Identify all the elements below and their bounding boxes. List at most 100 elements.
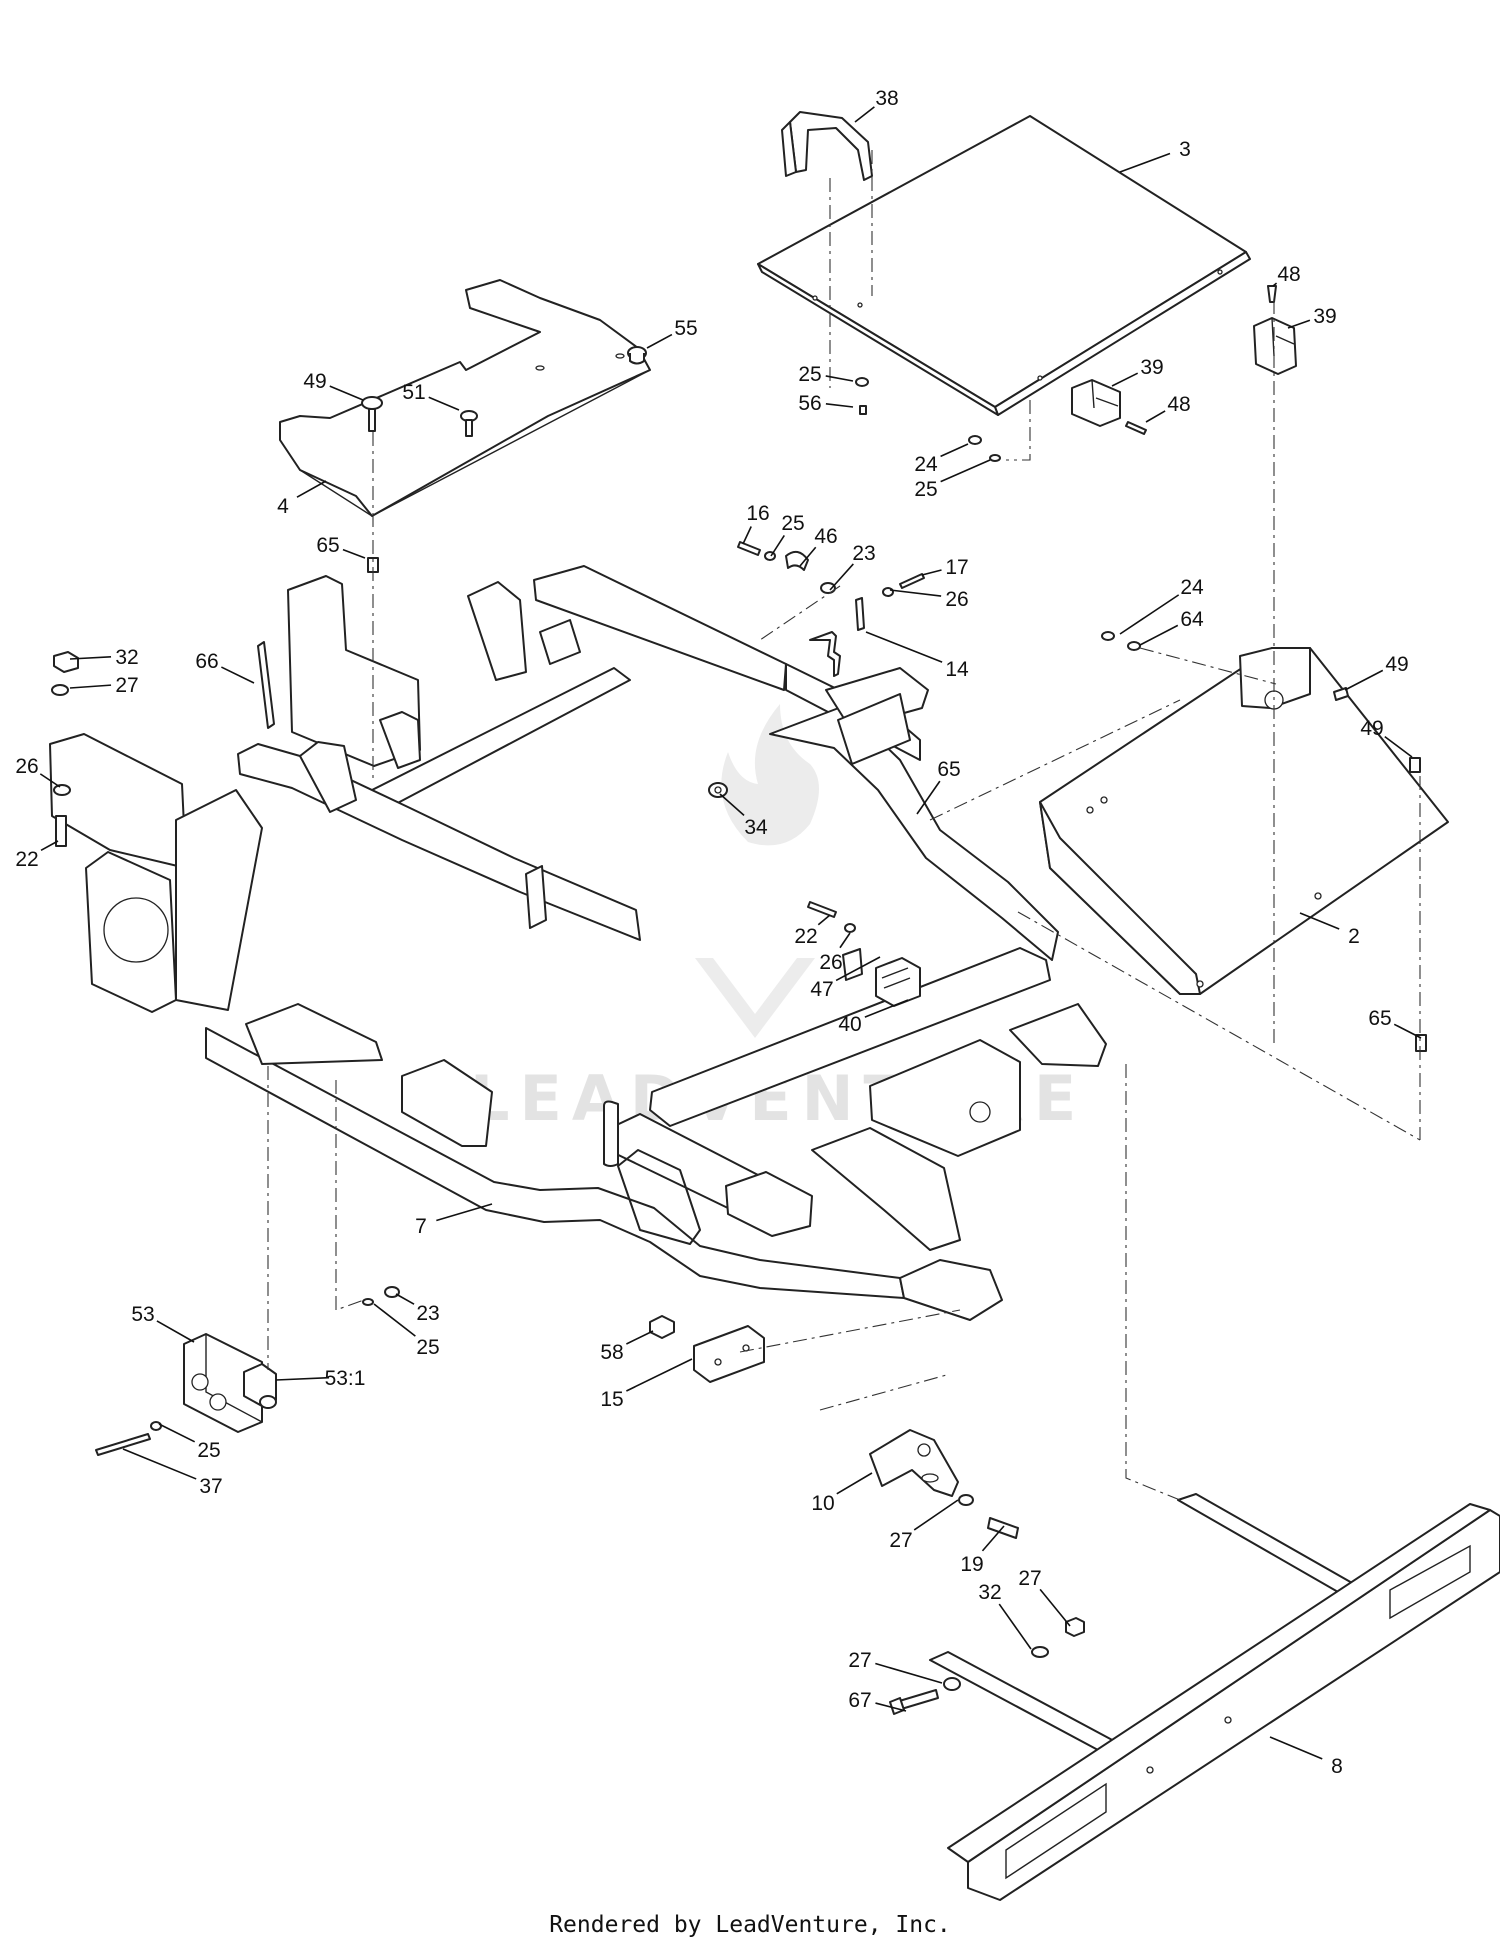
washer-24-right[interactable] [1101, 631, 1115, 641]
leader-c47 [835, 956, 881, 982]
nut-58[interactable] [649, 1315, 675, 1339]
callout-c65c: 65 [1368, 1007, 1391, 1030]
bolt-17[interactable] [899, 573, 925, 589]
seat-bracket-4[interactable] [279, 279, 651, 517]
washer-27-bumper[interactable] [1031, 1646, 1049, 1658]
leader-c3 [1119, 152, 1171, 173]
callout-c53-1: 53:1 [325, 1367, 366, 1390]
handle-38[interactable] [781, 111, 873, 181]
leader-c55 [646, 333, 673, 349]
leader-c26c [839, 932, 851, 949]
nut-23-top[interactable] [820, 582, 836, 594]
bolt-49-lower[interactable] [1409, 757, 1421, 773]
nut-34[interactable] [708, 782, 728, 798]
callout-c27b: 27 [889, 1529, 912, 1552]
hitch-bracket-10[interactable] [869, 1429, 959, 1497]
bolt-37[interactable] [95, 1433, 151, 1456]
callout-c47: 47 [810, 978, 833, 1001]
washer-25-seat[interactable] [855, 377, 869, 387]
callout-c40: 40 [838, 1013, 861, 1036]
callout-c14: 14 [945, 658, 969, 681]
leader-c22a [40, 840, 59, 852]
leader-c10 [836, 1472, 873, 1495]
knob-55[interactable] [627, 346, 647, 365]
clamp-46[interactable] [785, 550, 809, 571]
washer-64[interactable] [1127, 641, 1141, 651]
fitting-65-right[interactable] [1415, 1034, 1427, 1052]
callout-c37: 37 [199, 1475, 222, 1498]
solenoid-53-1[interactable] [243, 1363, 277, 1409]
shield-2[interactable] [1039, 647, 1449, 995]
washer-25-seat-lower[interactable] [989, 454, 1001, 462]
leader-c46 [799, 546, 817, 567]
hinge-39-right[interactable] [1253, 317, 1297, 375]
leader-c40 [864, 999, 909, 1018]
rod-66[interactable] [257, 641, 275, 729]
seat-pan-3[interactable] [757, 115, 1251, 416]
leader-c15 [626, 1358, 693, 1392]
main-frame-7[interactable] [49, 565, 1107, 1321]
washer-24-seat[interactable] [968, 435, 982, 445]
valve-block-53[interactable] [183, 1333, 263, 1433]
hinge-39-left[interactable] [1071, 379, 1121, 427]
leader-c24b [1119, 594, 1180, 635]
leader-c25e [158, 1423, 196, 1443]
washer-25-lower[interactable] [362, 1298, 374, 1306]
washer-25-valve[interactable] [150, 1421, 162, 1431]
bolt-67[interactable] [889, 1689, 939, 1715]
leader-c48a [1272, 282, 1278, 287]
washer-27-bumper-lower[interactable] [943, 1677, 961, 1691]
bolt-22-left[interactable] [55, 815, 67, 847]
bolt-22-center[interactable] [807, 901, 837, 918]
leader-c48b [1145, 410, 1166, 423]
callout-c7: 7 [415, 1215, 427, 1238]
leader-c23a [829, 563, 854, 591]
leader-c64 [1139, 624, 1179, 646]
watermark-flame-icon [721, 704, 819, 846]
callout-c32a: 32 [115, 646, 138, 669]
screw-48-lower[interactable] [1125, 421, 1147, 435]
leader-c17 [921, 569, 942, 576]
washer-26-top[interactable] [882, 587, 894, 597]
washer-26-center[interactable] [844, 923, 856, 933]
bracket-14[interactable] [809, 597, 865, 677]
bolt-51[interactable] [460, 410, 478, 437]
nut-32-bumper[interactable] [1065, 1617, 1085, 1637]
washer-26-left[interactable] [53, 784, 71, 796]
leader-c53-1 [275, 1376, 330, 1381]
callout-c17: 17 [945, 556, 968, 579]
callout-c27c: 27 [1018, 1567, 1041, 1590]
plate-15[interactable] [693, 1325, 765, 1383]
callout-c32b: 32 [978, 1581, 1001, 1604]
callout-c23a: 23 [852, 542, 875, 565]
leader-c19 [981, 1525, 1005, 1552]
bolt-49-right[interactable] [1333, 687, 1349, 701]
block-40[interactable] [875, 957, 921, 1007]
callout-c22a: 22 [15, 848, 38, 871]
callout-c26a: 26 [945, 588, 968, 611]
clip-47[interactable] [842, 948, 863, 981]
callout-c22b: 22 [794, 925, 817, 948]
callout-c25e: 25 [197, 1439, 220, 1462]
leader-c32a [69, 656, 112, 660]
screw-56[interactable] [859, 405, 867, 415]
leader-c53 [156, 1320, 195, 1343]
bolt-16[interactable] [737, 541, 761, 556]
callout-c25d: 25 [416, 1336, 439, 1359]
bolt-49-top[interactable] [361, 396, 383, 432]
callout-c49a: 49 [303, 370, 326, 393]
washer-27-hitch[interactable] [958, 1494, 974, 1506]
washer-27-left[interactable] [51, 684, 69, 696]
bumper-8[interactable] [929, 1493, 1500, 1901]
nut-23-lower[interactable] [384, 1286, 400, 1298]
screw-48-upper[interactable] [1267, 285, 1277, 303]
leader-c27a [69, 684, 112, 689]
leader-c32b [998, 1603, 1032, 1650]
callout-c25c: 25 [781, 512, 804, 535]
nut-32-left[interactable] [53, 651, 79, 673]
callout-c49c: 49 [1360, 717, 1383, 740]
leader-c51 [428, 396, 460, 411]
callout-c65b: 65 [937, 758, 960, 781]
leader-c7 [436, 1203, 493, 1222]
fitting-65-left[interactable] [367, 557, 379, 573]
